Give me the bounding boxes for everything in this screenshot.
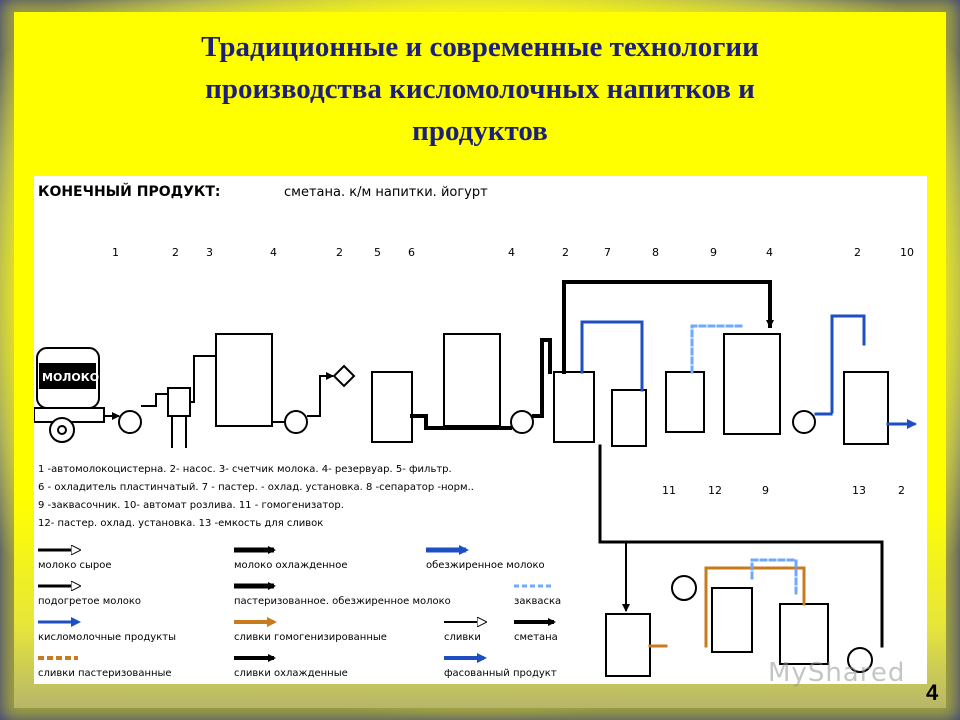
legend-label: кисломолочные продукты xyxy=(38,632,176,643)
title-line: продуктов xyxy=(412,115,548,147)
cream-tank-icon xyxy=(779,603,829,665)
legend-item: пастеризованное. обезжиренное молоко xyxy=(234,582,451,607)
callout-9: 9 xyxy=(710,246,717,259)
tank-label: МОЛОКО xyxy=(42,371,99,384)
homogenizer-icon xyxy=(605,613,651,677)
legend-label: фасованный продукт xyxy=(444,668,557,679)
pump-icon xyxy=(118,410,142,434)
plate-unit-icon xyxy=(671,575,697,601)
legend-item: обезжиренное молоко xyxy=(426,545,545,571)
legend-item: сливки xyxy=(444,622,484,643)
pump-icon xyxy=(792,410,816,434)
diagram-header-label: КОНЕЧНЫЙ ПРОДУКТ: xyxy=(38,183,221,200)
legend-item: сливки пастеризованные xyxy=(38,656,172,679)
tank-icon xyxy=(443,333,501,427)
callout-numbers: 1 2 3 4 2 5 6 4 2 7 8 9 4 2 10 11 12 9 1… xyxy=(112,246,914,497)
description-block: 1 -автомолокоцистерна. 2- насос. 3- счет… xyxy=(38,464,474,529)
legend: молоко сырое молоко охлажденное обезжире… xyxy=(38,545,561,679)
tank-icon xyxy=(723,333,781,435)
diagram-svg: КОНЕЧНЫЙ ПРОДУКТ: сметана. к/м напитки. … xyxy=(33,183,917,679)
legend-item: молоко охлажденное xyxy=(234,546,348,571)
callout-13: 13 xyxy=(852,484,866,497)
callout-6: 6 xyxy=(408,246,415,259)
legend-label: сливки охлажденные xyxy=(234,668,348,679)
legend-item: молоко сырое xyxy=(38,550,112,571)
page-number: 4 xyxy=(926,680,939,705)
description-line: 1 -автомолокоцистерна. 2- насос. 3- счет… xyxy=(38,464,452,475)
description-line: 12- пастер. охлад. установка. 13 -емкост… xyxy=(38,518,323,529)
callout-4: 4 xyxy=(270,246,277,259)
callout-5: 5 xyxy=(374,246,381,259)
separator-icon xyxy=(611,389,647,447)
legend-item: закваска xyxy=(514,584,561,607)
callout-3: 3 xyxy=(206,246,213,259)
equipment-group xyxy=(118,333,889,677)
legend-label: сливки пастеризованные xyxy=(38,668,172,679)
legend-item: кисломолочные продукты xyxy=(38,617,176,643)
pump-icon xyxy=(510,410,534,434)
legend-label: сливки гомогенизированные xyxy=(234,632,387,643)
description-line: 6 - охладитель пластинчатый. 7 - пастер.… xyxy=(38,482,474,493)
diagram-header-value: сметана. к/м напитки. йогурт xyxy=(284,185,488,200)
callout-4: 4 xyxy=(766,246,773,259)
callout-8: 8 xyxy=(652,246,659,259)
watermark: MyShared xyxy=(768,658,906,688)
legend-label: сливки xyxy=(444,632,481,643)
callout-12: 12 xyxy=(708,484,722,497)
legend-item: фасованный продукт xyxy=(444,653,557,679)
callout-7: 7 xyxy=(604,246,611,259)
legend-label: пастеризованное. обезжиренное молоко xyxy=(234,596,451,607)
pump-icon xyxy=(284,410,308,434)
process-diagram: КОНЕЧНЫЙ ПРОДУКТ: сметана. к/м напитки. … xyxy=(33,176,927,684)
legend-item: сливки охлажденные xyxy=(234,654,348,679)
callout-2: 2 xyxy=(898,484,905,497)
callout-2: 2 xyxy=(854,246,861,259)
legend-label: молоко сырое xyxy=(38,560,112,571)
starter-icon xyxy=(665,371,705,433)
callout-4: 4 xyxy=(508,246,515,259)
description-line: 9 -заквасочник. 10- автомат розлива. 11 … xyxy=(38,500,344,511)
pump-icon xyxy=(847,647,873,673)
filter-icon xyxy=(332,364,356,388)
milk-tanker xyxy=(33,347,105,443)
title-line: Традиционные и современные технологии xyxy=(201,31,759,63)
title-line: производства кисломолочных напитков и xyxy=(205,73,755,105)
legend-label: сметана xyxy=(514,632,558,643)
callout-1: 1 xyxy=(112,246,119,259)
legend-item: подогретое молоко xyxy=(38,586,141,607)
callout-2: 2 xyxy=(336,246,343,259)
callout-2: 2 xyxy=(562,246,569,259)
callout-9: 9 xyxy=(762,484,769,497)
callout-10: 10 xyxy=(900,246,914,259)
tank-icon xyxy=(215,333,273,427)
legend-label: обезжиренное молоко xyxy=(426,560,545,571)
legend-item: сливки гомогенизированные xyxy=(234,617,387,643)
starter-icon xyxy=(711,587,753,653)
filler-icon xyxy=(843,371,889,445)
pasteurizer-icon xyxy=(553,371,595,443)
slide-title: Традиционные и современные технологии пр… xyxy=(60,26,900,152)
legend-item: сметана xyxy=(514,618,558,643)
flow-lines xyxy=(103,280,917,648)
legend-label: молоко охлажденное xyxy=(234,560,348,571)
callout-2: 2 xyxy=(172,246,179,259)
legend-label: закваска xyxy=(514,596,561,607)
legend-label: подогретое молоко xyxy=(38,596,141,607)
callout-11: 11 xyxy=(662,484,676,497)
meter-icon xyxy=(167,387,191,417)
cooler-icon xyxy=(371,371,413,443)
